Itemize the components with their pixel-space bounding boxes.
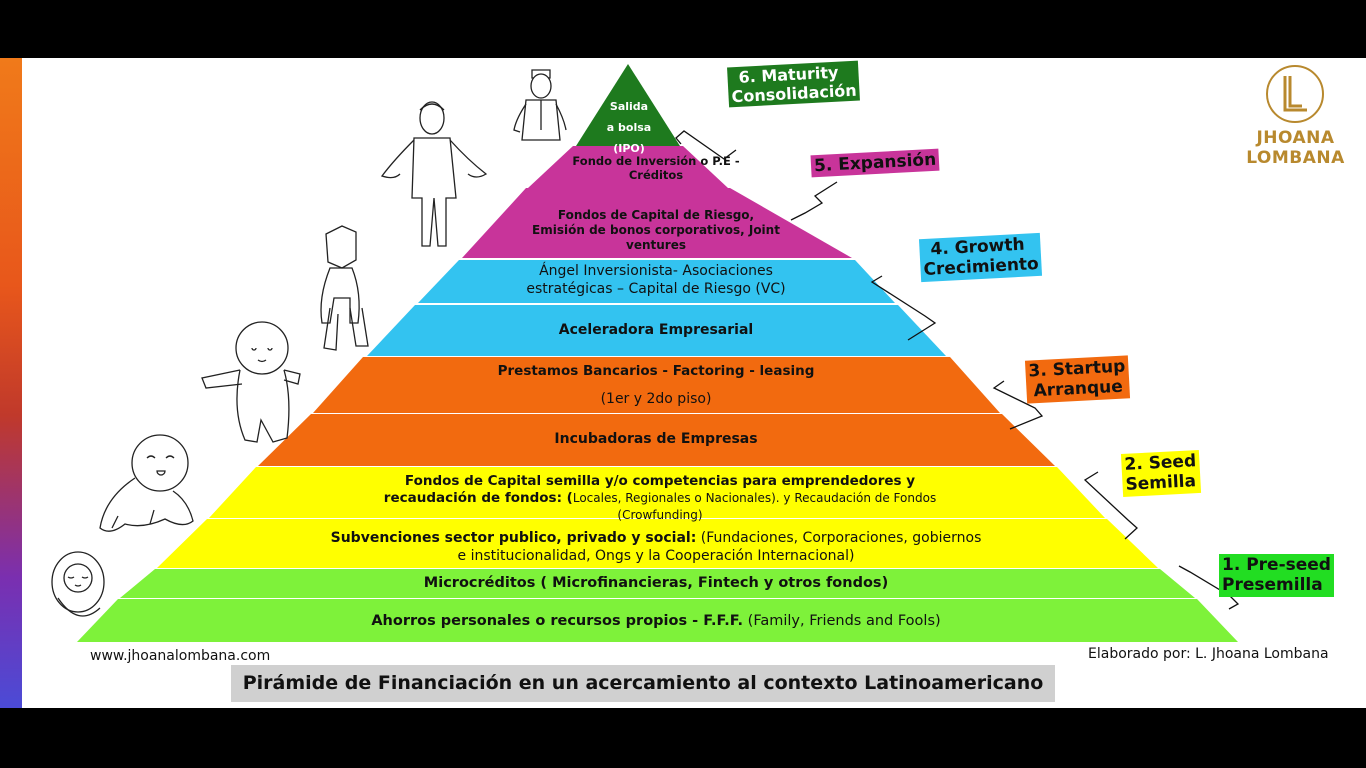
band-capital-semilla-text: Fondos de Capital semilla y/o competenci… — [370, 473, 950, 524]
toddler-icon — [201, 321, 301, 443]
pyramid-diagram — [51, 64, 1240, 642]
logo: JHOANA LOMBANA — [1228, 62, 1363, 168]
stage-startup-line2: Arranque — [1033, 377, 1124, 402]
crawling-baby-icon — [99, 434, 194, 532]
jl-monogram-icon — [1266, 65, 1324, 123]
band-capital-semilla-normal: Locales, Regionales o Nacionales). y Rec… — [572, 490, 937, 522]
stage-maturity-label: 6. Maturity Consolidación — [727, 60, 861, 108]
band-microcreditos — [120, 569, 1195, 598]
band-ipo-line1: Salida — [609, 100, 649, 113]
band-prestamos-line2: (1er y 2do piso) — [600, 391, 712, 407]
band-subvenciones-normal: (Fundaciones, Corporaciones, gobiernos e… — [457, 530, 982, 564]
stage-preseed-line1: 1. Pre-seed — [1222, 555, 1331, 575]
slide: Salida a bolsa (IPO) Fondo de Inversión … — [0, 58, 1366, 708]
stage-preseed-label: 1. Pre-seed Presemilla — [1219, 554, 1334, 597]
page-title: Pirámide de Financiación en un acercamie… — [231, 665, 1055, 702]
band-capital-semilla — [209, 467, 1105, 518]
band-capital-riesgo-text: Fondos de Capital de Riesgo, Emisión de … — [532, 208, 780, 252]
newborn-baby-icon — [51, 551, 105, 617]
band-subvenciones-text: Subvenciones sector publico, privado y s… — [330, 530, 982, 565]
boy-icon — [320, 225, 369, 351]
band-prestamos-line1: Prestamos Bancarios - Factoring - leasin… — [497, 363, 815, 379]
stage-seed-line2: Semilla — [1125, 471, 1197, 496]
band-aceleradora-text: Aceleradora Empresarial — [558, 322, 754, 338]
stage-startup-label: 3. Startup Arranque — [1024, 355, 1130, 404]
band-fondo-inversion — [528, 146, 728, 188]
decorative-strip — [0, 58, 22, 708]
band-angel-text: Ángel Inversionista- Asociaciones estrat… — [526, 263, 786, 297]
stage-preseed-line2: Presemilla — [1222, 575, 1323, 596]
band-subvenciones — [157, 519, 1158, 568]
old-man-icon — [513, 69, 567, 141]
band-microcreditos-text: Microcréditos ( Microfinancieras, Fintec… — [423, 575, 889, 591]
band-subvenciones-bold: Subvenciones sector publico, privado y s… — [330, 530, 697, 546]
band-ipo — [576, 64, 680, 146]
logo-text: JHOANA LOMBANA — [1246, 128, 1345, 168]
band-capital-semilla-bold: Fondos de Capital semilla y/o competenci… — [383, 473, 916, 506]
band-incubadoras — [258, 414, 1055, 466]
band-capital-riesgo — [462, 188, 852, 258]
band-incubadoras-text: Incubadoras de Empresas — [554, 431, 758, 447]
author-credit: Elaborado por: L. Jhoana Lombana — [1088, 646, 1329, 662]
young-man-icon — [380, 101, 488, 247]
website-link[interactable]: www.jhoanalombana.com — [90, 648, 271, 664]
band-angel — [418, 260, 895, 303]
band-prestamos — [313, 357, 1000, 413]
band-fondo-inversion-text: Fondo de Inversión o P.E - Créditos — [572, 154, 740, 183]
band-ipo-line2: a bolsa (IPO) — [606, 121, 652, 155]
band-aceleradora — [367, 305, 946, 356]
stage-seed-label: 2. Seed Semilla — [1120, 449, 1201, 497]
band-ahorros-normal: (Family, Friends and Fools) — [743, 613, 941, 629]
band-ahorros — [77, 599, 1238, 642]
band-ahorros-text: Ahorros personales o recursos propios - … — [300, 612, 1012, 630]
band-ahorros-bold: Ahorros personales o recursos propios - … — [371, 613, 744, 629]
stage-growth-label: 4. Growth Crecimiento — [918, 232, 1043, 282]
band-ipo-text: Salida a bolsa (IPO) — [594, 96, 664, 159]
